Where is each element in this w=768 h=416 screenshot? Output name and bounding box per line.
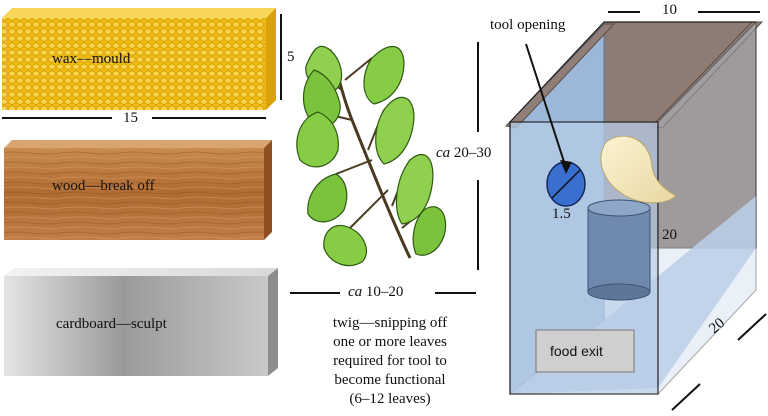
twig-height-value: 20–30 xyxy=(453,145,492,161)
leaf xyxy=(307,173,348,223)
cardboard-label: cardboard—sculpt xyxy=(56,316,167,332)
twig-caption-line: (6–12 leaves) xyxy=(349,391,431,407)
twig-width-label: ca 10–20 xyxy=(348,284,403,301)
larva-food xyxy=(600,135,677,204)
twig-caption-line: required for tool to xyxy=(333,353,447,369)
food-exit-label: food exit xyxy=(550,343,603,359)
twig-caption: twig—snipping off one or more leaves req… xyxy=(292,314,488,409)
box-top-dim-label: 10 xyxy=(662,2,677,18)
leaf xyxy=(363,45,405,105)
twig-caption-line: become functional xyxy=(334,372,446,388)
tool-opening-label: tool opening xyxy=(490,17,566,33)
wood-block xyxy=(4,140,272,240)
leaf xyxy=(296,111,339,168)
twig-width-prefix: ca xyxy=(348,284,363,300)
box-apparatus xyxy=(505,20,764,396)
wax-width-label: 15 xyxy=(123,110,138,126)
twig-width-value: 10–20 xyxy=(365,284,404,300)
wood-label: wood—break off xyxy=(52,178,155,194)
leaf xyxy=(412,206,447,256)
twig-leaves xyxy=(296,45,447,267)
opening-diameter-label: 1.5 xyxy=(552,206,571,222)
twig-caption-line: twig—snipping off xyxy=(332,315,448,331)
wax-block xyxy=(2,8,276,110)
cardboard-block xyxy=(4,268,278,376)
wax-height-label: 5 xyxy=(287,49,295,65)
twig-caption-line: one or more leaves xyxy=(333,334,447,350)
leaf xyxy=(375,96,415,165)
tool-opening-pointer xyxy=(525,43,572,174)
food-exit-opening xyxy=(535,329,635,373)
pedestal xyxy=(587,207,651,293)
wax-label: wax—mould xyxy=(52,51,131,67)
box-depth-dimension xyxy=(671,313,767,411)
twig-height-prefix: ca xyxy=(436,145,451,161)
twig-height-label: ca 20–30 xyxy=(436,145,491,162)
leaf xyxy=(323,224,367,267)
box-height-label: 20 xyxy=(662,227,677,243)
